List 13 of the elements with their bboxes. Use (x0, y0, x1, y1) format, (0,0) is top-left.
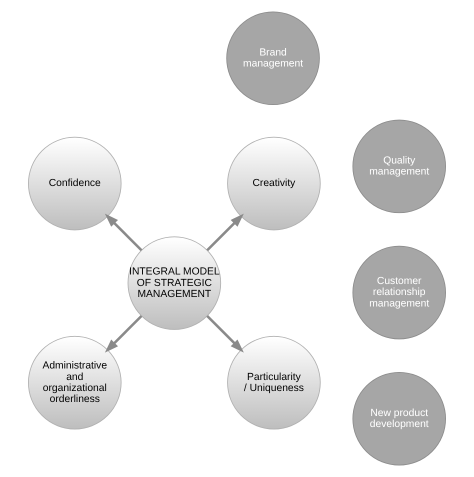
node-circle: Confidence (28, 136, 122, 230)
node-circle: Particularity / Uniqueness (227, 336, 321, 430)
node-circle: Brand management (226, 11, 320, 106)
node-circle: Administrative and organizational orderliness (28, 336, 122, 430)
node-circle: Creativity (227, 136, 321, 230)
node-circle: Customer relationship management (352, 246, 446, 340)
arrow (206, 214, 244, 252)
node-circle: New product development (352, 372, 446, 466)
node-circle: INTEGRAL MODEL OF STRATEGIC MANAGEMENT (128, 236, 222, 330)
arrow (104, 214, 142, 252)
arrow (104, 315, 142, 353)
arrow (206, 315, 244, 353)
node-circle: Quality management (352, 120, 446, 214)
